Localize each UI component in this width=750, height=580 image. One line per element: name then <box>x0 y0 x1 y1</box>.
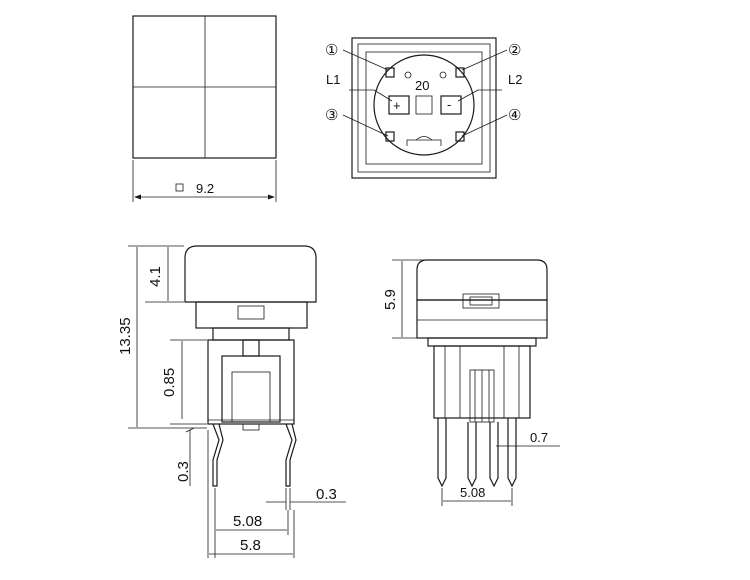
pinout-inner-frame <box>357 43 491 173</box>
front-window <box>462 293 500 309</box>
pinout-circle <box>373 54 475 156</box>
stem-dim-label: 0.85 <box>161 368 178 397</box>
l1-label: L1 <box>326 72 340 87</box>
front-lead-1 <box>437 418 447 488</box>
front-lead-2 <box>467 422 477 488</box>
front-lead-3 <box>489 422 499 488</box>
pin2-label: ② <box>508 42 521 59</box>
pin4-label: ④ <box>508 107 521 124</box>
lead-thickness-label: 0.3 <box>316 486 337 503</box>
lead-offset-label: 0.3 <box>175 461 192 482</box>
top-view-width-label: 9.2 <box>196 181 214 196</box>
side-lead-right <box>285 423 297 487</box>
front-base <box>427 337 537 347</box>
front-lead-4 <box>507 418 517 488</box>
pin3-leader <box>342 114 389 137</box>
pin1-label: ① <box>325 42 338 59</box>
front-window-inner <box>469 296 493 306</box>
pin2-leader <box>461 49 508 71</box>
front-height-label: 5.9 <box>382 289 399 310</box>
l1-leader-d <box>373 89 393 102</box>
pin1-leader <box>342 49 389 71</box>
pinout-outer-frame <box>351 37 497 179</box>
square-symbol <box>175 183 184 192</box>
pinout-view: 20 + - ① ② ③ ④ L1 L2 <box>325 37 522 179</box>
led-minus-box <box>440 95 462 115</box>
dim-03-tick <box>185 427 195 433</box>
body-width-label: 5.8 <box>240 537 261 554</box>
front-housing <box>416 299 548 339</box>
pin1-pad <box>385 67 395 78</box>
side-view: 4.1 13.35 0.85 0.3 0.3 5.08 5.8 <box>117 245 346 558</box>
total-height-label: 13.35 <box>117 317 134 355</box>
side-stem-collar <box>212 327 290 341</box>
front-pitch-label: 5.08 <box>460 485 485 500</box>
pin3-label: ③ <box>325 107 338 124</box>
arrow-right <box>268 194 275 200</box>
side-cap <box>184 245 317 303</box>
pin4-pad <box>455 131 465 142</box>
l2-leader-d <box>457 89 479 102</box>
bottom-latch <box>406 139 442 146</box>
side-body-inner <box>221 355 281 423</box>
led-minus-sign: - <box>447 97 451 112</box>
bottom-latch-arc <box>415 136 433 141</box>
l2-label: L2 <box>508 72 522 87</box>
pin4-leader <box>461 114 508 137</box>
center-number: 20 <box>415 78 429 93</box>
led-plus-box <box>388 95 410 115</box>
side-body-nub <box>242 423 260 431</box>
side-body <box>207 339 295 425</box>
pin2-pad <box>455 67 465 78</box>
cap-height-label: 4.1 <box>147 266 164 287</box>
pitch-label: 5.08 <box>233 513 262 530</box>
lead-width-label: 0.7 <box>530 430 548 445</box>
small-circle-right <box>439 71 447 79</box>
led-plus-sign: + <box>393 98 401 113</box>
side-lead-left <box>212 423 224 487</box>
front-view: 5.9 0.7 5.08 <box>382 259 560 506</box>
small-circle-left <box>404 71 412 79</box>
arrow-left <box>134 194 141 200</box>
pin3-pad <box>385 131 395 142</box>
led-center-box <box>415 95 433 115</box>
side-stem <box>242 339 260 357</box>
top-view: 9.2 <box>132 15 277 202</box>
side-window <box>237 305 265 320</box>
pinout-body <box>365 51 483 165</box>
front-cap <box>416 259 548 301</box>
side-body-core <box>231 371 271 423</box>
